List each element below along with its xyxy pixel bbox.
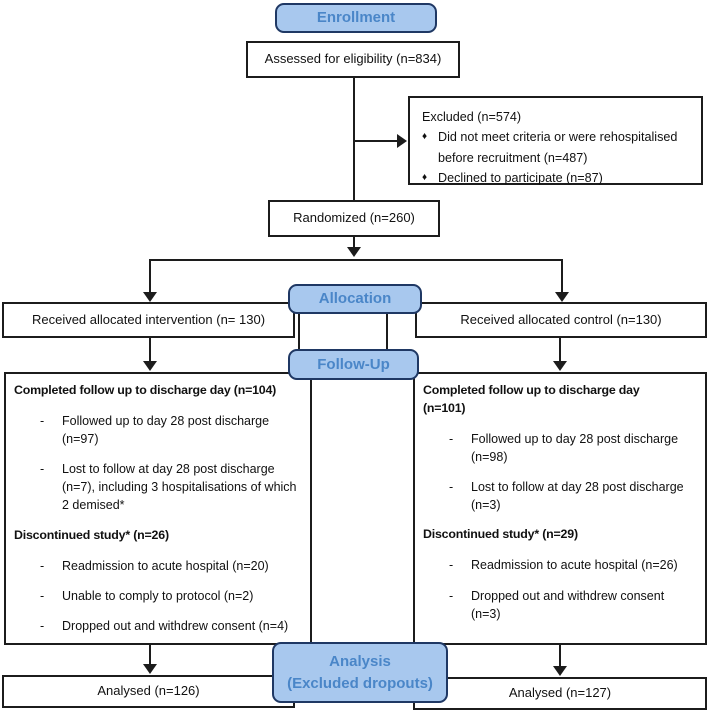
badge-enrollment: Enrollment <box>275 3 437 33</box>
connector-followup-analysed-right <box>559 645 561 667</box>
arrowhead-to-intervention <box>143 292 157 302</box>
excluded-item-text: Did not meet criteria or were rehospital… <box>438 130 678 165</box>
followup-right-title-1: Completed follow up to discharge day (n=… <box>423 383 640 415</box>
arrowhead-control-followup <box>553 361 567 371</box>
connector-randomized-split <box>353 237 355 247</box>
excluded-item: ♦ Declined to participate (n=87) <box>422 168 691 188</box>
dash-bullet-icon: - <box>40 462 45 477</box>
followup-item-text: Lost to follow at day 28 post discharge … <box>62 462 297 513</box>
connector-control-followup <box>559 338 561 362</box>
followup-left-item: - Unable to comply to protocol (n=2) <box>14 587 302 605</box>
badge-followup: Follow-Up <box>288 349 419 380</box>
dash-bullet-icon: - <box>40 558 45 573</box>
box-analysed-control: Analysed (n=127) <box>413 677 707 710</box>
followup-right-item: - Dropped out and withdrew consent (n=3) <box>423 587 697 623</box>
assessed-text: Assessed for eligibility (n=834) <box>264 51 442 67</box>
box-received-control: Received allocated control (n=130) <box>415 302 707 338</box>
dash-bullet-icon: - <box>40 588 45 603</box>
followup-left-item: - Dropped out and withdrew consent (n=4) <box>14 617 302 635</box>
dash-bullet-icon: - <box>40 618 45 633</box>
followup-item-text: Followed up to day 28 post discharge (n=… <box>471 431 679 465</box>
excluded-item: ♦ Did not meet criteria or were rehospit… <box>422 127 691 168</box>
analysed-left-text: Analysed (n=126) <box>97 683 200 699</box>
followup-left-item: - Followed up to day 28 post discharge (… <box>14 412 302 448</box>
box-followup-intervention: Completed follow up to discharge day (n=… <box>4 372 312 645</box>
arrowhead-randomized-split <box>347 247 361 257</box>
arrowhead-intervention-followup <box>143 361 157 371</box>
followup-item-text: Dropped out and withdrew consent (n=3) <box>471 588 665 621</box>
followup-right-item: - Readmission to acute hospital (n=26) <box>423 556 697 574</box>
box-followup-control: Completed follow up to discharge day (n=… <box>413 372 707 645</box>
badge-allocation: Allocation <box>288 284 422 314</box>
followup-left-item: - Lost to follow at day 28 post discharg… <box>14 460 302 514</box>
diamond-bullet-icon: ♦ <box>422 172 428 184</box>
excluded-item-text: Declined to participate (n=87) <box>438 171 603 186</box>
dash-bullet-icon: - <box>449 431 454 446</box>
arrowhead-to-control <box>555 292 569 302</box>
badge-analysis-label-line1: Analysis <box>329 652 391 670</box>
box-analysed-intervention: Analysed (n=126) <box>2 675 295 708</box>
dash-bullet-icon: - <box>449 558 454 573</box>
analysed-right-text: Analysed (n=127) <box>508 685 612 701</box>
followup-right-title-2: Discontinued study* (n=29) <box>423 527 578 542</box>
connector-excluded-line <box>353 140 397 142</box>
badge-followup-label: Follow-Up <box>317 355 390 373</box>
box-received-intervention: Received allocated intervention (n= 130) <box>2 302 295 338</box>
followup-left-title-1: Completed follow up to discharge day (n=… <box>14 383 277 397</box>
excluded-title: Excluded (n=574) <box>422 110 522 124</box>
split-horizontal-line <box>149 259 563 261</box>
badge-analysis-label-line2: (Excluded dropouts) <box>287 674 433 692</box>
intervention-text: Received allocated intervention (n= 130) <box>31 311 266 327</box>
followup-item-text: Dropped out and withdrew consent (n=4) <box>62 618 289 633</box>
control-text: Received allocated control (n=130) <box>460 311 662 327</box>
connector-followup-analysed-left <box>149 645 151 665</box>
arrowhead-to-excluded <box>397 134 407 148</box>
box-assessed-eligibility: Assessed for eligibility (n=834) <box>246 41 460 78</box>
followup-item-text: Unable to comply to protocol (n=2) <box>62 588 254 603</box>
connector-assessed-randomized <box>353 78 355 200</box>
followup-item-text: Followed up to day 28 post discharge (n=… <box>62 413 270 447</box>
followup-right-item: - Lost to follow at day 28 post discharg… <box>423 478 697 514</box>
arrowhead-analysed-left <box>143 664 157 674</box>
followup-right-item: - Followed up to day 28 post discharge (… <box>423 430 697 466</box>
badge-enrollment-label: Enrollment <box>316 9 396 27</box>
followup-item-text: Readmission to acute hospital (n=20) <box>62 558 269 573</box>
followup-left-item: - Readmission to acute hospital (n=20) <box>14 557 302 575</box>
badge-allocation-label: Allocation <box>318 290 392 308</box>
dash-bullet-icon: - <box>449 588 454 603</box>
randomized-text: Randomized (n=260) <box>293 210 415 226</box>
followup-item-text: Lost to follow at day 28 post discharge … <box>471 480 684 513</box>
dash-bullet-icon: - <box>40 413 45 428</box>
connector-intervention-followup <box>149 338 151 362</box>
followup-item-text: Readmission to acute hospital (n=26) <box>471 558 678 573</box>
box-randomized: Randomized (n=260) <box>268 200 440 237</box>
diamond-bullet-icon: ♦ <box>422 131 428 143</box>
connector-to-control <box>561 259 563 293</box>
dash-bullet-icon: - <box>449 480 454 495</box>
box-excluded: Excluded (n=574) ♦ Did not meet criteria… <box>408 96 703 185</box>
followup-left-title-2: Discontinued study* (n=26) <box>14 527 169 542</box>
badge-analysis: Analysis (Excluded dropouts) <box>272 642 448 703</box>
connector-to-intervention <box>149 259 151 293</box>
arrowhead-analysed-right <box>553 666 567 676</box>
